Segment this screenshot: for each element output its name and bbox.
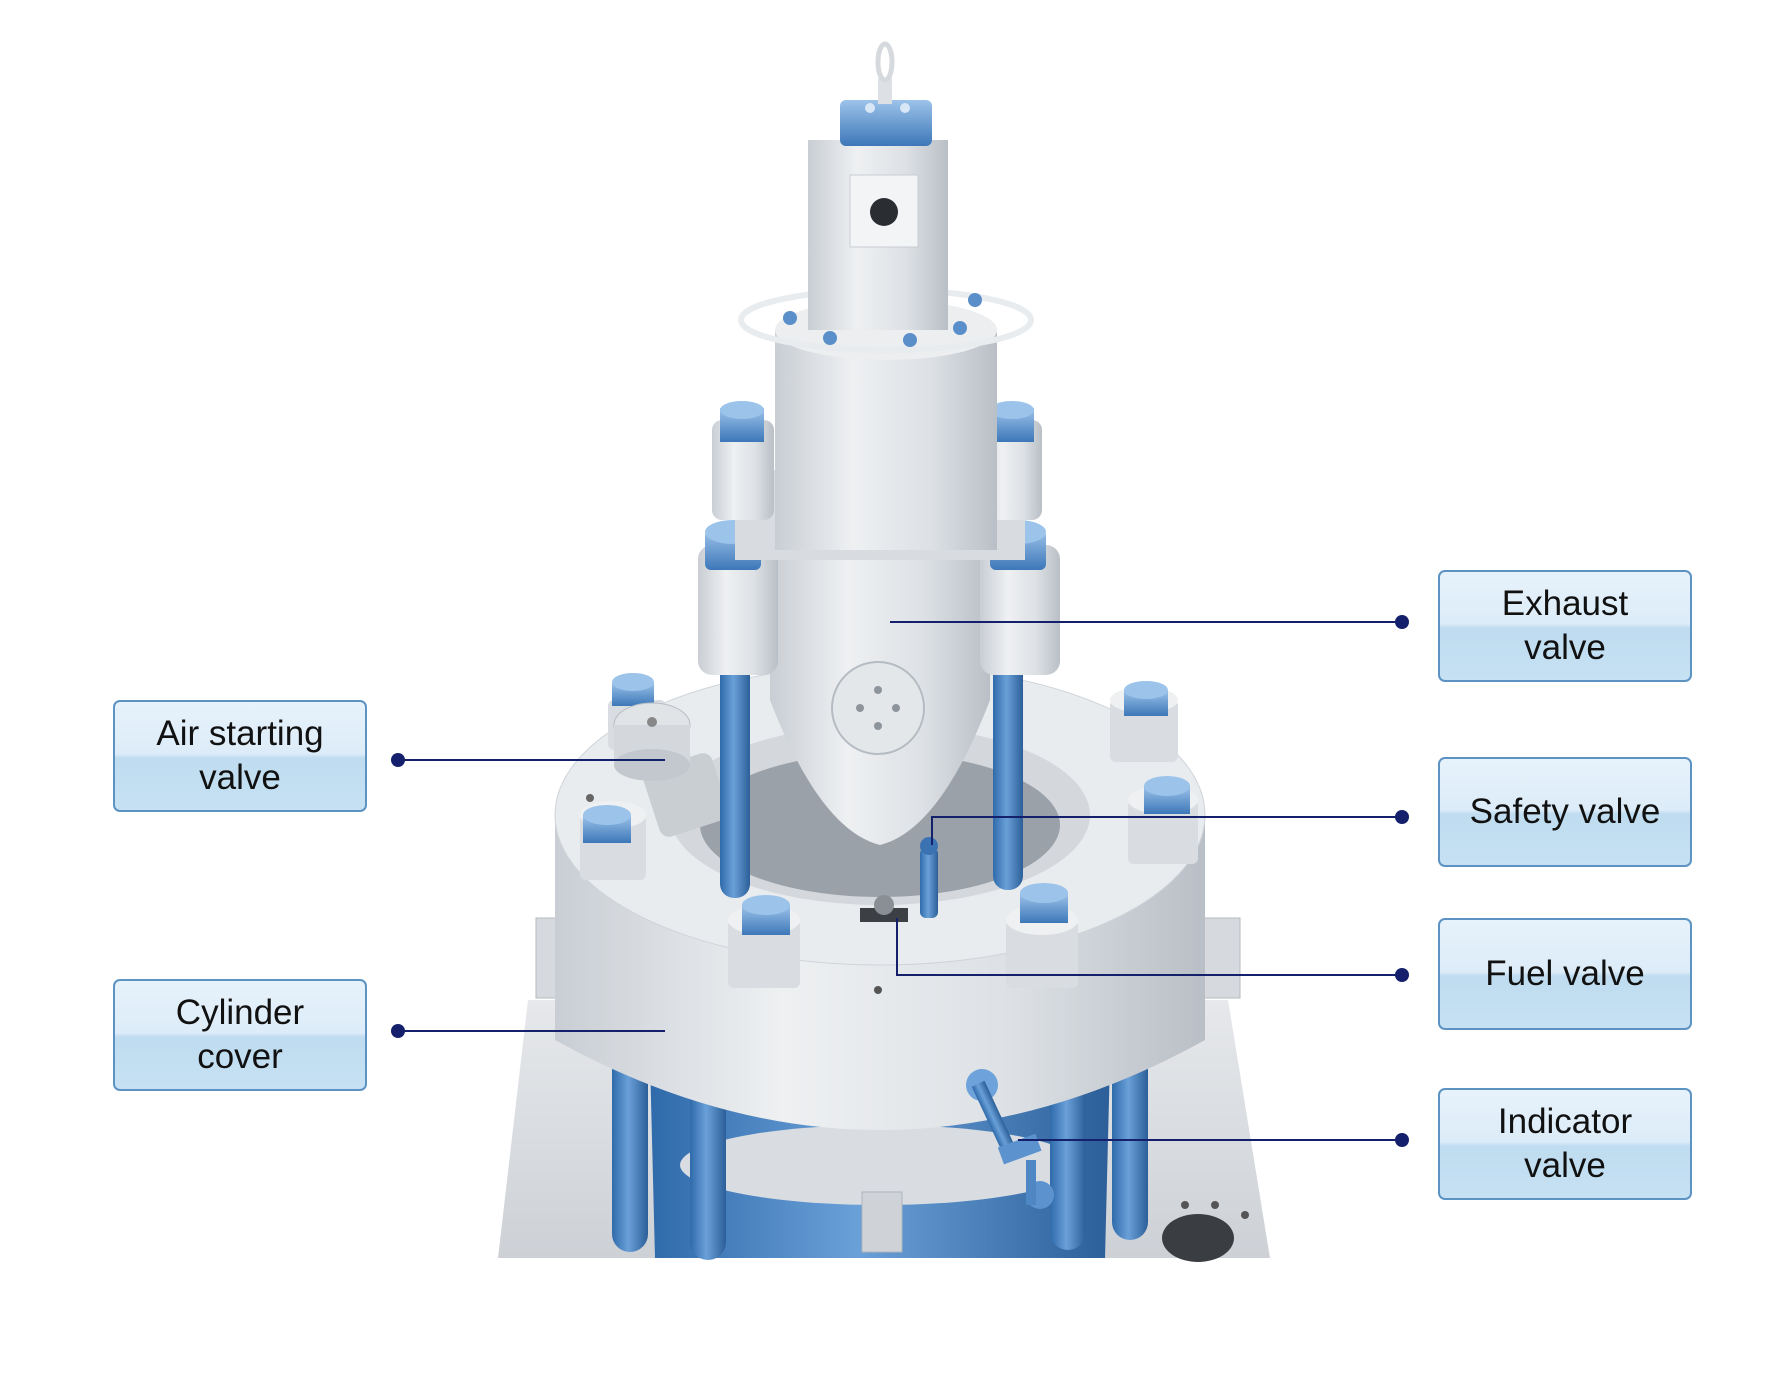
label-fuel-valve: Fuel valve: [1438, 918, 1692, 1030]
label-air-starting-valve: Air starting valve: [113, 700, 367, 812]
leader-lines: [391, 615, 1409, 1147]
exhaust-valve-actuator: [712, 41, 1042, 550]
leader-dot-air-starting-valve: [391, 753, 405, 767]
leader-dot-exhaust-valve: [1395, 615, 1409, 629]
label-indicator-valve: Indicator valve: [1438, 1088, 1692, 1200]
air-starting-valve-part: [613, 702, 729, 837]
leader-dot-cylinder-cover: [391, 1024, 405, 1038]
leader-fuel-valve: [896, 918, 1402, 976]
leader-safety-valve: [931, 816, 1402, 845]
label-cylinder-cover: Cylinder cover: [113, 979, 367, 1091]
leader-dot-safety-valve: [1395, 810, 1409, 824]
leader-dot-indicator-valve: [1395, 1133, 1409, 1147]
label-safety-valve: Safety valve: [1438, 757, 1692, 867]
leader-dot-fuel-valve: [1395, 968, 1409, 982]
small-valves: [860, 837, 1054, 1209]
label-exhaust-valve: Exhaust valve: [1438, 570, 1692, 682]
tie-rods: [720, 640, 1023, 898]
